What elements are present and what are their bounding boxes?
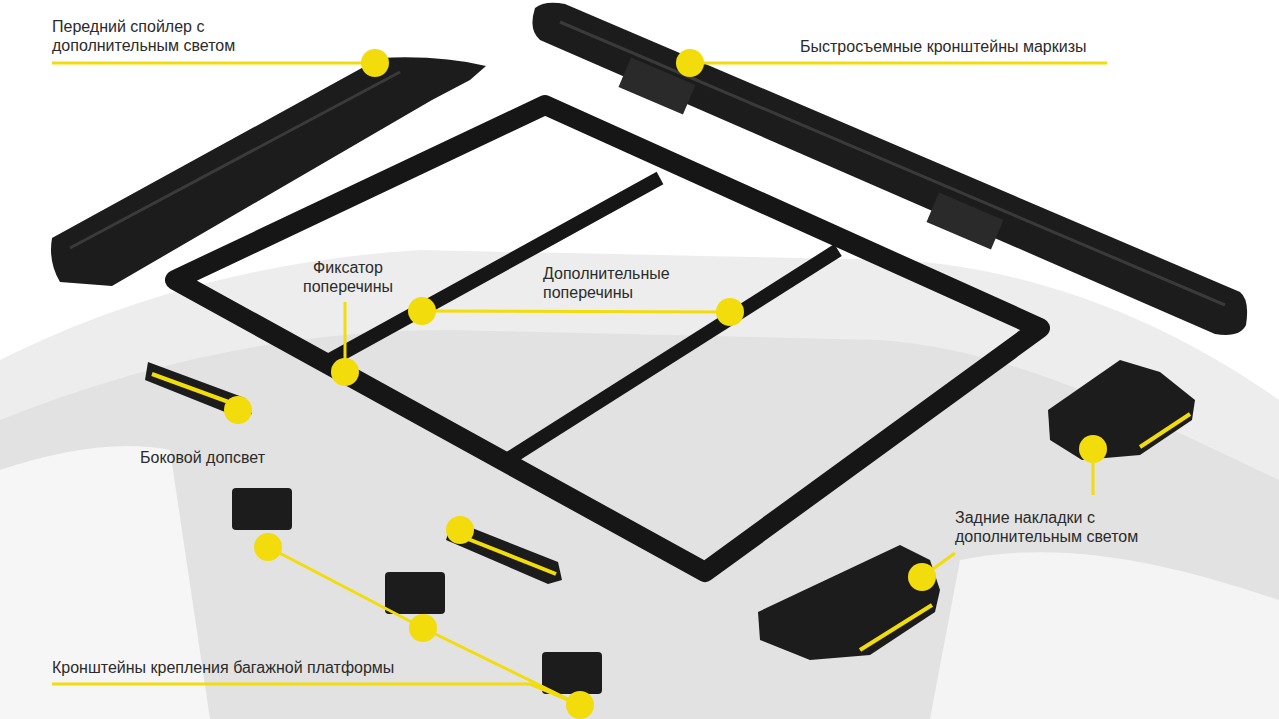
platform-bracket	[232, 488, 292, 530]
part-label: Быстросъемные кронштейны маркизы	[800, 37, 1087, 56]
part-label: Боковой допсвет	[140, 448, 265, 467]
rear-overlay-lamp	[1140, 414, 1190, 447]
car-rear-window	[930, 552, 1279, 719]
platform-bracket	[542, 652, 602, 694]
car-body	[0, 250, 1279, 719]
awning-bracket	[927, 193, 1004, 250]
spoiler-edge	[70, 72, 400, 248]
part-label: Задние накладки с дополнительным светом	[955, 508, 1170, 546]
platform-bracket	[385, 572, 445, 614]
rack-frame	[175, 105, 1040, 572]
callout-dots	[224, 49, 1107, 719]
part-label: Дополнительные поперечины	[543, 264, 688, 302]
crossbar	[510, 250, 838, 458]
part-label: Фиксатор поперечины	[296, 258, 400, 296]
leader-lines	[52, 63, 1107, 705]
car-window	[0, 446, 210, 719]
awning-bar	[532, 3, 1247, 335]
part-label: Передний спойлер с дополнительным светом	[52, 17, 267, 55]
rear-overlay	[1048, 360, 1195, 460]
side-light-lamp	[458, 535, 556, 574]
rear-overlay-lamp	[860, 605, 932, 650]
part-label: Кронштейны крепления багажной платформы	[52, 658, 394, 677]
rear-overlay	[758, 545, 940, 660]
